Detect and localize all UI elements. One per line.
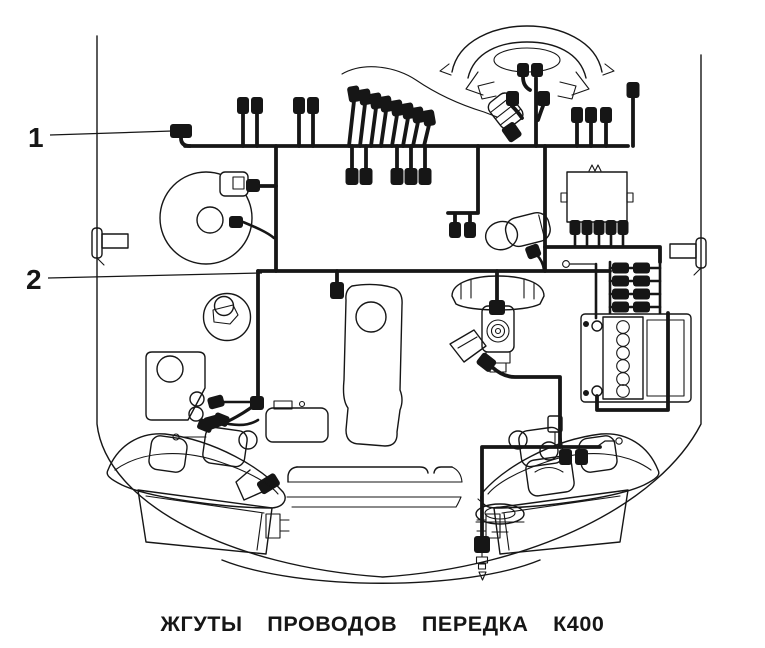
valve-cover — [342, 283, 403, 447]
car-front-body-outline — [91, 35, 707, 584]
temperature-sensor — [474, 536, 490, 581]
wire-connector — [170, 124, 192, 138]
horn — [475, 441, 575, 533]
wire-connector — [633, 262, 650, 274]
right-headlight — [476, 415, 660, 555]
engine-bay-harness — [203, 144, 670, 581]
washer-pump — [189, 391, 205, 407]
bumper-lower-edge — [221, 559, 541, 584]
callout-2-leader — [47, 272, 263, 279]
callout-1-leader — [49, 130, 173, 136]
battery-terminal — [591, 320, 603, 332]
ignition-lock — [487, 92, 524, 130]
ignition-coil — [265, 400, 329, 443]
steering-column-assembly — [439, 25, 615, 130]
starter-motor — [484, 212, 551, 251]
relay-row — [608, 262, 662, 274]
battery — [580, 313, 692, 403]
wire-connector — [612, 262, 629, 274]
callout-1-label: 1 — [28, 122, 44, 153]
callouts: 1 2 — [26, 122, 263, 295]
ring-terminal — [172, 433, 180, 441]
washer-reservoir — [145, 351, 206, 422]
cowl-line — [341, 66, 498, 118]
callout-2-label: 2 — [26, 264, 42, 295]
washer-pump — [188, 406, 204, 422]
relay-row — [608, 275, 662, 287]
ring-terminal — [562, 260, 570, 268]
relay-row — [608, 301, 662, 313]
body-perimeter — [96, 35, 702, 578]
ring-terminal — [615, 437, 623, 445]
control-unit — [560, 164, 634, 223]
diagram-caption: ЖГУТЫ ПРОВОДОВ ПЕРЕДКА К400 — [160, 612, 605, 636]
left-headlight — [106, 402, 290, 555]
wire-connector — [256, 473, 280, 495]
bumper-beam — [235, 466, 463, 508]
relay-row — [608, 288, 662, 300]
relay-connector-block — [562, 260, 662, 315]
spark-boot — [449, 329, 487, 363]
front-harness — [170, 63, 640, 273]
strut-tower — [202, 292, 252, 342]
